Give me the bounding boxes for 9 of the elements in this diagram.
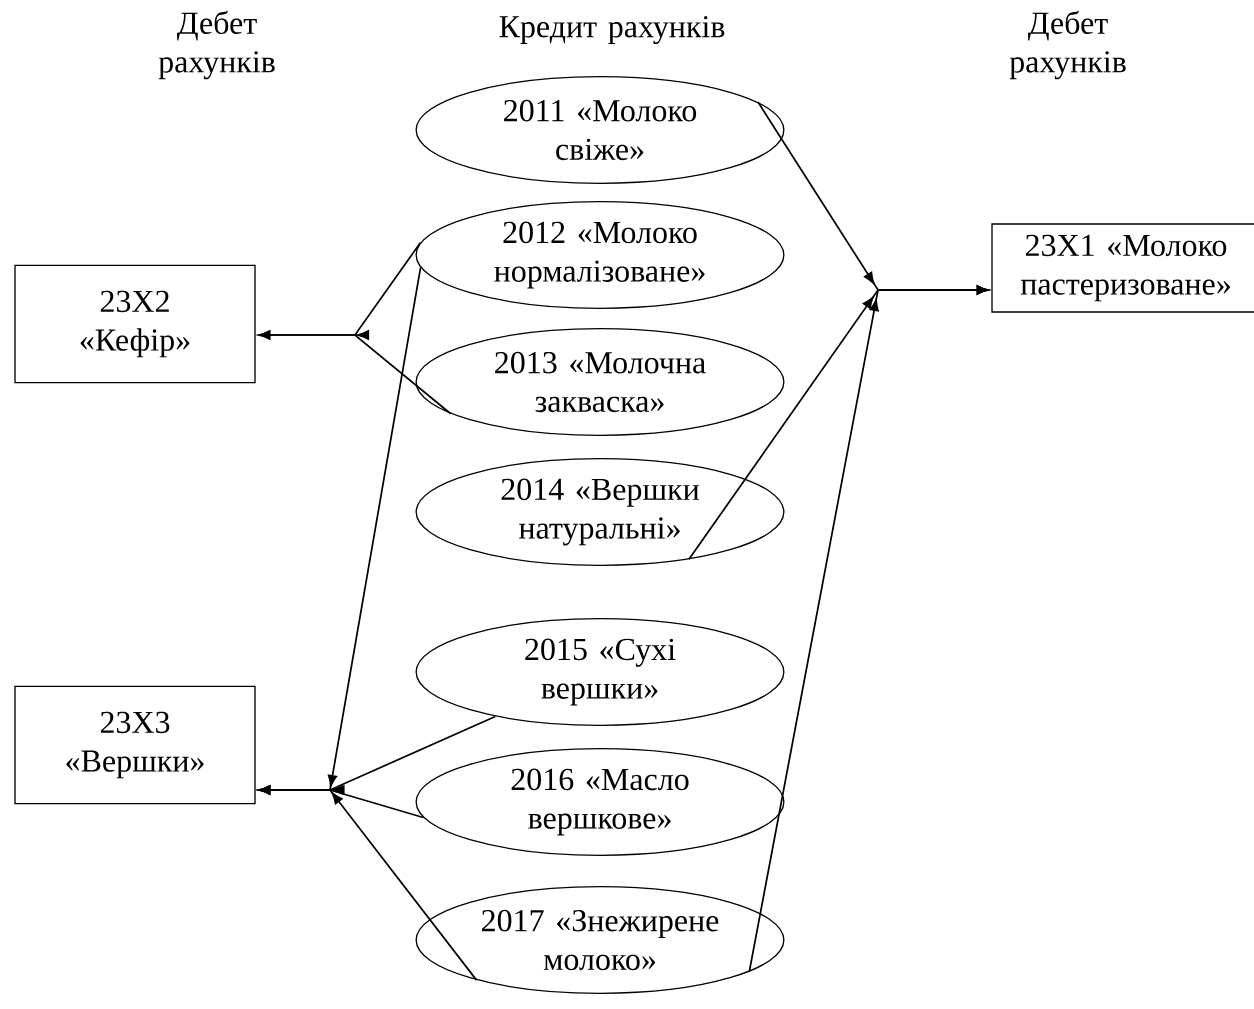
arrow <box>748 285 989 973</box>
column-heading: Дебет рахунків <box>1009 10 1126 80</box>
account-box: 23Х2 «Кефір» <box>14 264 256 384</box>
account-box: 23Х1 «Молоко пастеризоване» <box>991 223 1254 313</box>
account-box: 23Х3 «Вершки» <box>14 685 256 805</box>
arrow <box>258 330 452 415</box>
arrow <box>258 785 478 981</box>
column-heading: Кредит рахунків <box>499 15 725 45</box>
column-heading: Дебет рахунків <box>158 10 275 80</box>
